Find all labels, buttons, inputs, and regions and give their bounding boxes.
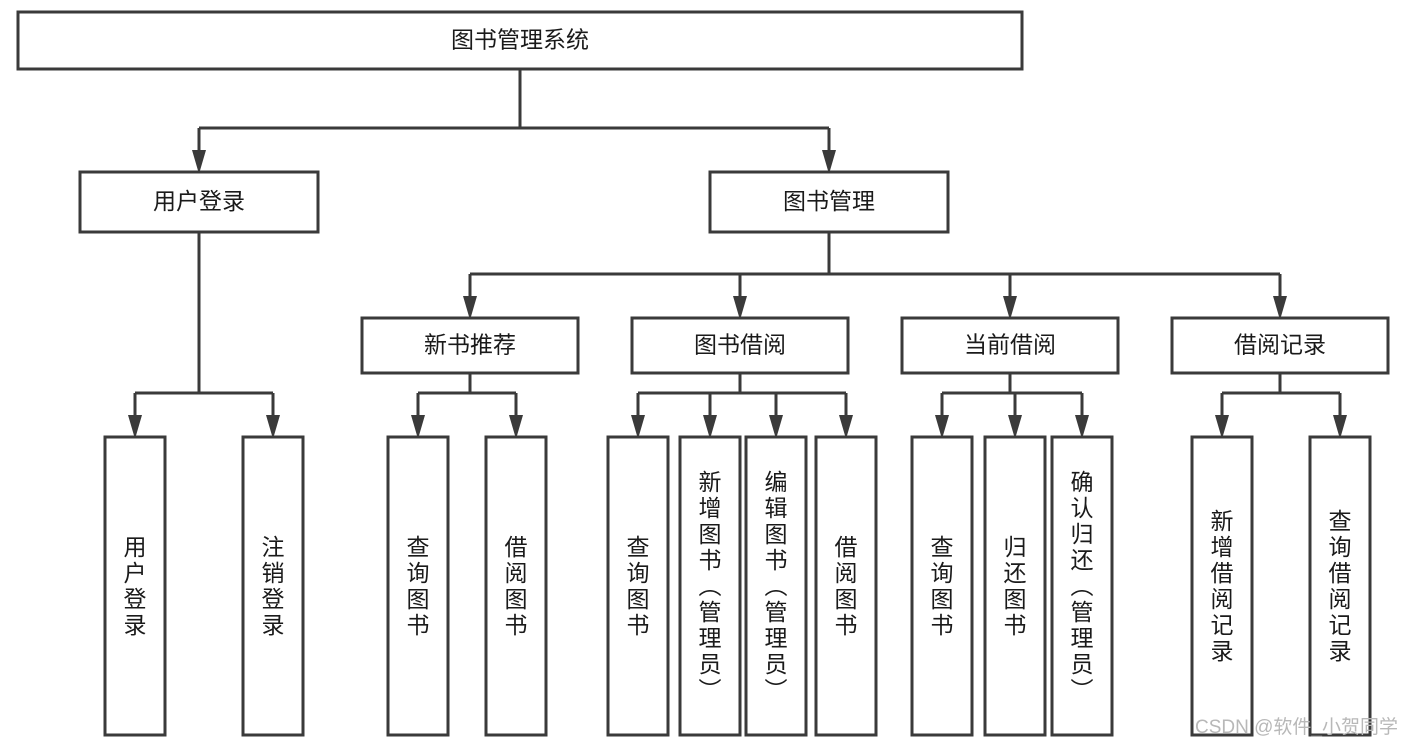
node-leaf-query-book-3[interactable]: 查询图书 [910, 435, 974, 737]
connector-group-new-book-rec [411, 373, 523, 439]
arrow-head-icon [509, 415, 523, 439]
arrow-head-icon [822, 150, 836, 174]
node-box-leaf-query-book-2[interactable] [606, 435, 670, 737]
node-borrow-record[interactable]: 借阅记录 [1170, 316, 1390, 375]
arrow-head-icon [463, 296, 477, 320]
node-box-leaf-return-book[interactable] [983, 435, 1047, 737]
node-box-leaf-add-book[interactable] [678, 435, 742, 737]
arrow-head-icon [266, 415, 280, 439]
node-box-leaf-query-book-1[interactable] [386, 435, 450, 737]
node-label-borrow-record: 借阅记录 [1234, 332, 1326, 358]
node-leaf-query-record[interactable]: 查询借阅记录 [1308, 435, 1372, 737]
node-label-leaf-edit-book: 编辑图书︵管理员︶ [765, 469, 788, 703]
node-label-book-manage: 图书管理 [783, 188, 875, 214]
node-leaf-user-login[interactable]: 用户登录 [103, 435, 167, 737]
connector-layer [128, 69, 1347, 439]
node-label-leaf-user-logout: 注销登录 [262, 534, 285, 638]
node-box-leaf-query-record[interactable] [1308, 435, 1372, 737]
node-box-leaf-user-logout[interactable] [241, 435, 305, 737]
arrow-head-icon [1075, 415, 1089, 439]
node-label-new-book-rec: 新书推荐 [424, 332, 516, 358]
node-label-leaf-query-book-3: 查询图书 [931, 534, 954, 638]
node-box-current-borrow[interactable] [900, 316, 1120, 375]
arrow-head-icon [192, 150, 206, 174]
node-leaf-return-book[interactable]: 归还图书 [983, 435, 1047, 737]
node-box-new-book-rec[interactable] [360, 316, 580, 375]
node-box-leaf-confirm-return[interactable] [1050, 435, 1114, 737]
node-box-leaf-borrow-book-1[interactable] [484, 435, 548, 737]
arrow-head-icon [128, 415, 142, 439]
node-label-root: 图书管理系统 [451, 27, 589, 53]
connector-group-root [192, 69, 836, 174]
node-leaf-borrow-book-2[interactable]: 借阅图书 [814, 435, 878, 737]
arrow-head-icon [1003, 296, 1017, 320]
arrow-head-icon [1273, 296, 1287, 320]
node-label-leaf-borrow-book-1: 借阅图书 [505, 534, 528, 638]
connector-group-user-login [128, 232, 280, 439]
node-label-leaf-query-record: 查询借阅记录 [1329, 508, 1352, 664]
arrow-head-icon [1215, 415, 1229, 439]
node-current-borrow[interactable]: 当前借阅 [900, 316, 1120, 375]
arrow-head-icon [769, 415, 783, 439]
node-box-borrow-record[interactable] [1170, 316, 1390, 375]
node-leaf-user-logout[interactable]: 注销登录 [241, 435, 305, 737]
node-label-leaf-add-book: 新增图书︵管理员︶ [699, 469, 722, 703]
node-book-borrow[interactable]: 图书借阅 [630, 316, 850, 375]
arrow-head-icon [733, 296, 747, 320]
node-box-leaf-query-book-3[interactable] [910, 435, 974, 737]
node-box-book-manage[interactable] [708, 170, 950, 234]
node-box-root[interactable] [16, 10, 1024, 71]
node-leaf-add-record[interactable]: 新增借阅记录 [1190, 435, 1254, 737]
node-leaf-edit-book[interactable]: 编辑图书︵管理员︶ [744, 435, 808, 737]
node-box-leaf-add-record[interactable] [1190, 435, 1254, 737]
node-user-login[interactable]: 用户登录 [78, 170, 320, 234]
node-root[interactable]: 图书管理系统 [16, 10, 1024, 71]
arrow-head-icon [1333, 415, 1347, 439]
node-book-manage[interactable]: 图书管理 [708, 170, 950, 234]
connector-group-book-borrow [631, 373, 853, 439]
node-label-current-borrow: 当前借阅 [964, 332, 1056, 358]
connector-group-borrow-record [1215, 373, 1347, 439]
node-leaf-add-book[interactable]: 新增图书︵管理员︶ [678, 435, 742, 737]
arrow-head-icon [935, 415, 949, 439]
connector-group-current-borrow [935, 373, 1089, 439]
node-box-user-login[interactable] [78, 170, 320, 234]
arrow-head-icon [1008, 415, 1022, 439]
node-label-leaf-confirm-return: 确认归还︵管理员︶ [1071, 469, 1094, 703]
node-label-book-borrow: 图书借阅 [694, 332, 786, 358]
node-box-leaf-borrow-book-2[interactable] [814, 435, 878, 737]
node-leaf-confirm-return[interactable]: 确认归还︵管理员︶ [1050, 435, 1114, 737]
node-leaf-query-book-2[interactable]: 查询图书 [606, 435, 670, 737]
node-layer: 图书管理系统用户登录图书管理新书推荐图书借阅当前借阅借阅记录用户登录注销登录查询… [16, 10, 1390, 737]
arrow-head-icon [411, 415, 425, 439]
node-label-leaf-query-book-1: 查询图书 [407, 534, 430, 638]
node-label-leaf-query-book-2: 查询图书 [627, 534, 650, 638]
connector-group-book-manage [463, 232, 1287, 320]
arrow-head-icon [839, 415, 853, 439]
node-new-book-rec[interactable]: 新书推荐 [360, 316, 580, 375]
node-leaf-query-book-1[interactable]: 查询图书 [386, 435, 450, 737]
node-box-book-borrow[interactable] [630, 316, 850, 375]
node-label-leaf-user-login: 用户登录 [124, 534, 147, 638]
arrow-head-icon [631, 415, 645, 439]
arrow-head-icon [703, 415, 717, 439]
node-leaf-borrow-book-1[interactable]: 借阅图书 [484, 435, 548, 737]
node-box-leaf-user-login[interactable] [103, 435, 167, 737]
node-label-leaf-return-book: 归还图书 [1004, 534, 1027, 638]
node-box-leaf-edit-book[interactable] [744, 435, 808, 737]
node-label-leaf-borrow-book-2: 借阅图书 [835, 534, 858, 638]
node-label-user-login: 用户登录 [153, 188, 245, 214]
node-label-leaf-add-record: 新增借阅记录 [1211, 508, 1234, 664]
csdn-watermark: CSDN @软件_小贺同学 [1195, 716, 1398, 738]
